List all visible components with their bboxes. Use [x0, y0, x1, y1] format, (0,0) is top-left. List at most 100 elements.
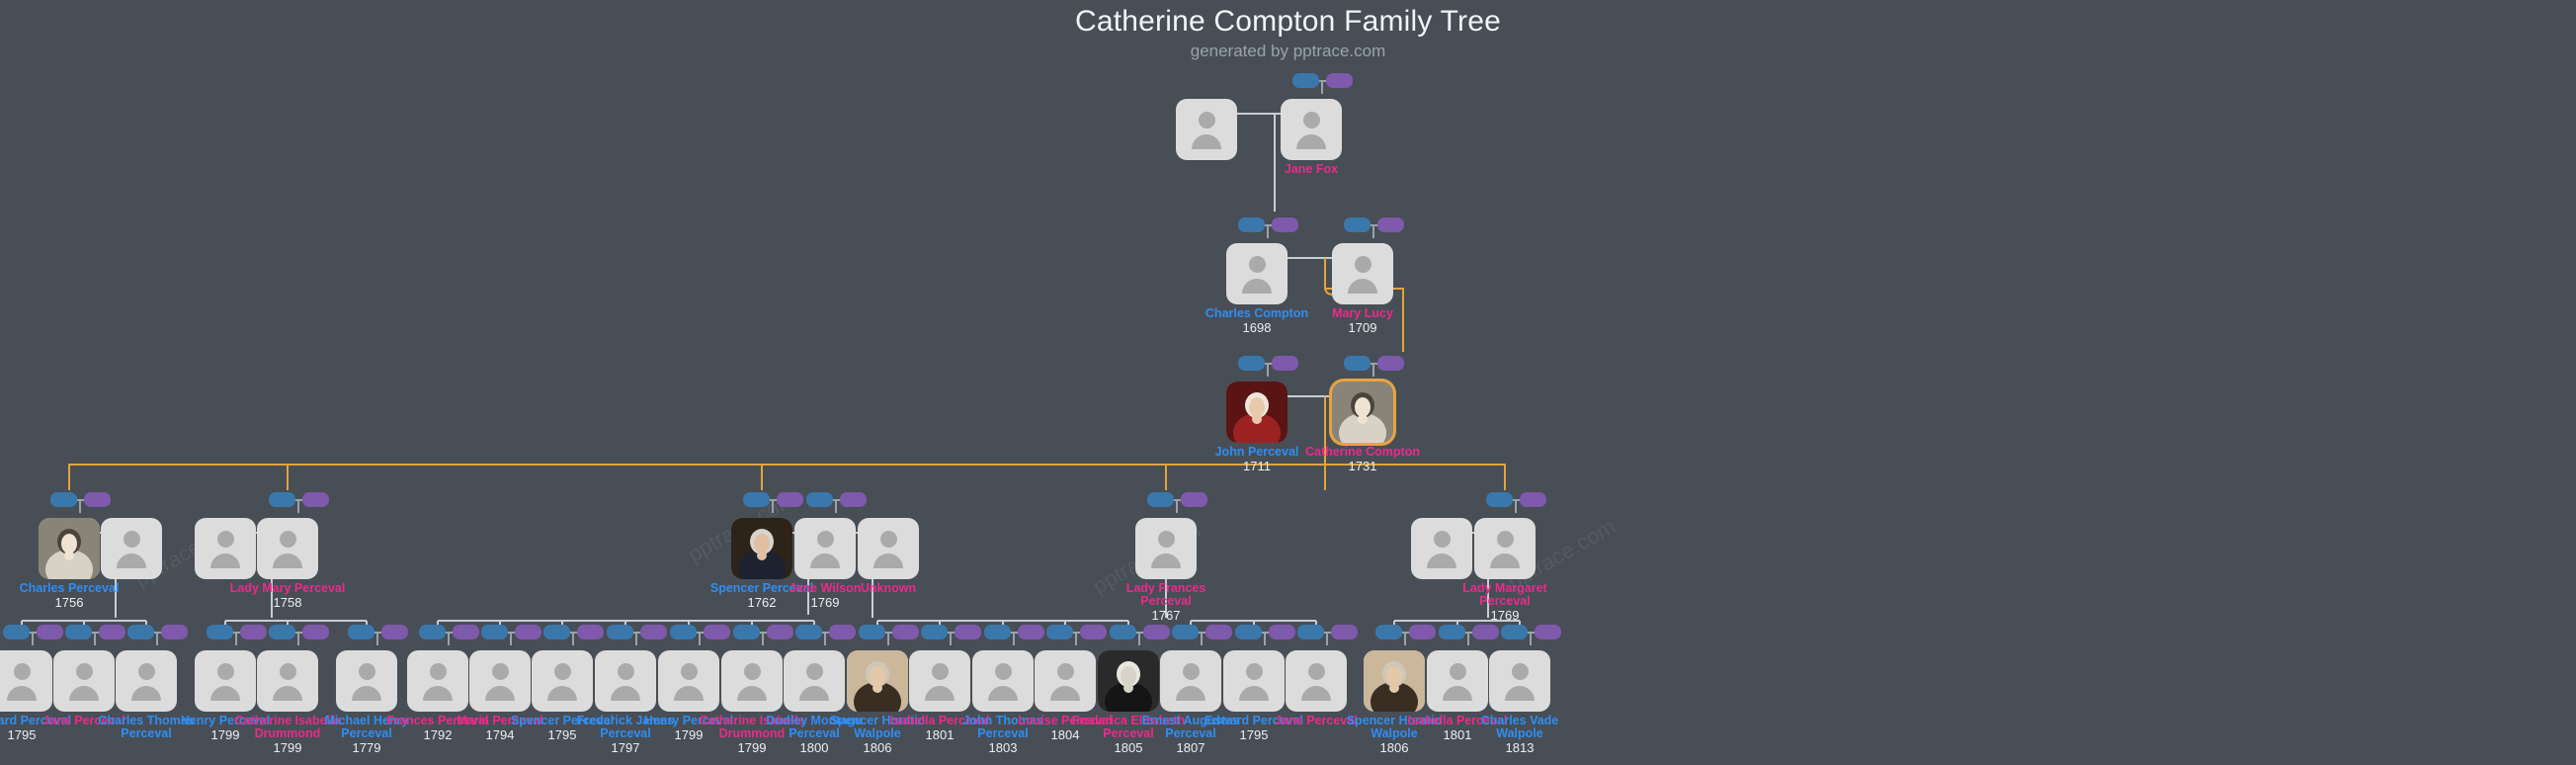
father-link-pill[interactable]	[806, 492, 833, 507]
mother-link-pill[interactable]	[1181, 492, 1207, 507]
person-avatar-placeholder[interactable]	[1035, 650, 1096, 712]
mother-link-pill[interactable]	[829, 625, 856, 639]
mother-link-pill[interactable]	[1272, 356, 1298, 371]
mother-link-pill[interactable]	[453, 625, 479, 639]
mother-link-pill[interactable]	[302, 492, 329, 507]
parent-link-pills[interactable]	[269, 625, 338, 645]
mother-link-pill[interactable]	[84, 492, 111, 507]
person-avatar-placeholder[interactable]	[1489, 650, 1550, 712]
person-avatar-placeholder[interactable]	[257, 518, 318, 579]
parent-link-pills[interactable]	[269, 492, 338, 513]
father-link-pill[interactable]	[419, 625, 446, 639]
parent-link-pills[interactable]	[859, 625, 928, 645]
mother-link-pill[interactable]	[161, 625, 188, 639]
parent-link-pills[interactable]	[1172, 625, 1241, 645]
parent-link-pills[interactable]	[1110, 625, 1179, 645]
person-avatar-placeholder[interactable]	[1160, 650, 1221, 712]
mother-link-pill[interactable]	[640, 625, 667, 639]
mother-link-pill[interactable]	[1205, 625, 1232, 639]
mother-link-pill[interactable]	[1143, 625, 1170, 639]
mother-link-pill[interactable]	[892, 625, 919, 639]
father-link-pill[interactable]	[859, 625, 885, 639]
person-avatar-placeholder[interactable]	[1176, 99, 1237, 160]
father-link-pill[interactable]	[1238, 356, 1265, 371]
mother-link-pill[interactable]	[1326, 73, 1353, 88]
parent-link-pills[interactable]	[1375, 625, 1445, 645]
person-avatar-placeholder[interactable]	[195, 518, 256, 579]
father-link-pill[interactable]	[481, 625, 508, 639]
parent-link-pills[interactable]	[543, 625, 613, 645]
mother-link-pill[interactable]	[302, 625, 329, 639]
father-link-pill[interactable]	[207, 625, 233, 639]
father-link-pill[interactable]	[348, 625, 374, 639]
mother-link-pill[interactable]	[577, 625, 604, 639]
person-avatar-placeholder[interactable]	[784, 650, 845, 712]
parent-link-pills[interactable]	[1235, 625, 1304, 645]
person-node[interactable]: Jane Perceval	[25, 625, 143, 727]
parent-link-pills[interactable]	[481, 625, 550, 645]
mother-link-pill[interactable]	[1472, 625, 1499, 639]
person-avatar-placeholder[interactable]	[1226, 243, 1288, 304]
person-avatar-placeholder[interactable]	[1474, 518, 1536, 579]
father-link-pill[interactable]	[1292, 73, 1319, 88]
father-link-pill[interactable]	[984, 625, 1011, 639]
parent-link-pills[interactable]	[1238, 356, 1307, 377]
parent-link-pills[interactable]	[1344, 356, 1413, 377]
father-link-pill[interactable]	[127, 625, 154, 639]
mother-link-pill[interactable]	[840, 492, 867, 507]
person-portrait[interactable]	[1364, 650, 1425, 712]
parent-link-pills[interactable]	[1238, 217, 1307, 238]
person-avatar-placeholder[interactable]	[407, 650, 468, 712]
parent-link-pills[interactable]	[3, 625, 72, 645]
father-link-pill[interactable]	[1147, 492, 1174, 507]
person-avatar-placeholder[interactable]	[972, 650, 1034, 712]
mother-link-pill[interactable]	[1535, 625, 1561, 639]
mother-link-pill[interactable]	[1080, 625, 1107, 639]
person-avatar-placeholder[interactable]	[1281, 99, 1342, 160]
person-node[interactable]	[1382, 518, 1501, 579]
person-avatar-placeholder[interactable]	[658, 650, 719, 712]
person-avatar-placeholder[interactable]	[1411, 518, 1472, 579]
parent-link-pills[interactable]	[1147, 492, 1216, 513]
mother-link-pill[interactable]	[1520, 492, 1546, 507]
father-link-pill[interactable]	[1046, 625, 1073, 639]
father-link-pill[interactable]	[733, 625, 760, 639]
father-link-pill[interactable]	[1344, 356, 1371, 371]
father-link-pill[interactable]	[1235, 625, 1262, 639]
person-avatar-placeholder[interactable]	[101, 518, 162, 579]
father-link-pill[interactable]	[1344, 217, 1371, 232]
father-link-pill[interactable]	[1501, 625, 1528, 639]
person-avatar-placeholder[interactable]	[1286, 650, 1347, 712]
parent-link-pills[interactable]	[806, 492, 875, 513]
person-avatar-placeholder[interactable]	[532, 650, 593, 712]
person-avatar-placeholder[interactable]	[721, 650, 783, 712]
mother-link-pill[interactable]	[1409, 625, 1436, 639]
parent-link-pills[interactable]	[127, 625, 197, 645]
parent-link-pills[interactable]	[1486, 492, 1555, 513]
mother-link-pill[interactable]	[1377, 217, 1404, 232]
mother-link-pill[interactable]	[381, 625, 408, 639]
mother-link-pill[interactable]	[1272, 217, 1298, 232]
parent-link-pills[interactable]	[1297, 625, 1367, 645]
mother-link-pill[interactable]	[99, 625, 125, 639]
mother-link-pill[interactable]	[955, 625, 981, 639]
parent-link-pills[interactable]	[1344, 217, 1413, 238]
father-link-pill[interactable]	[1297, 625, 1324, 639]
person-node[interactable]: Unknown	[829, 518, 948, 595]
